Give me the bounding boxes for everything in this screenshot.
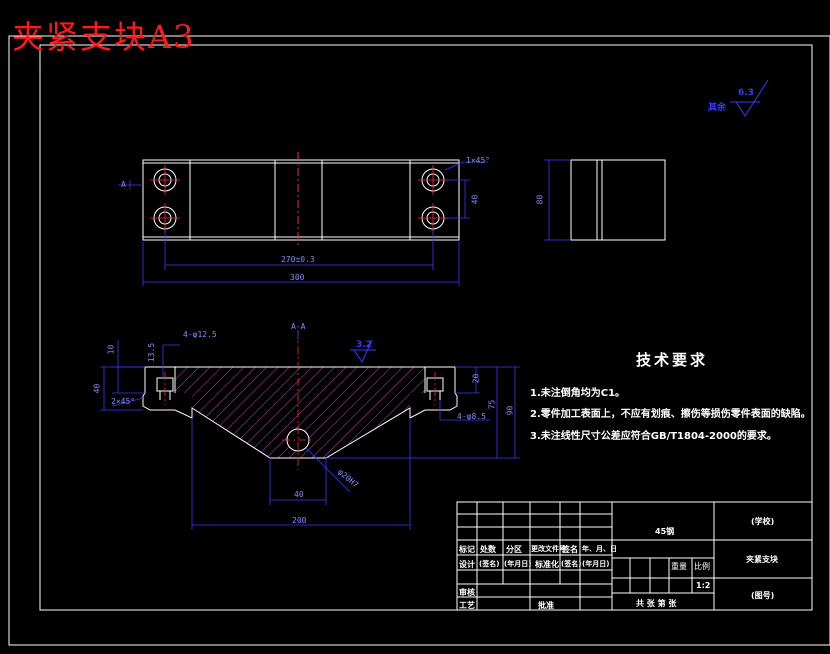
dim-hole-pitch: 270±0.3 bbox=[281, 255, 315, 264]
tb-date: 年、月、日 bbox=[582, 545, 617, 553]
section-centerlines bbox=[164, 330, 436, 470]
top-holes bbox=[153, 168, 445, 230]
section-label-aa: A-A bbox=[291, 322, 306, 331]
top-view bbox=[142, 159, 460, 241]
section-dimensions bbox=[100, 330, 520, 530]
dim-side-height: 80 bbox=[535, 194, 545, 205]
tb-review: 审核 bbox=[459, 588, 475, 597]
tb-scale-label: 比例 bbox=[694, 562, 710, 571]
tb-standard: 标准化 bbox=[535, 560, 559, 569]
dim-bottom-200: 200 bbox=[292, 516, 307, 525]
dim-hole-callout-top: 4-φ12.5 bbox=[183, 330, 217, 339]
roughness-section-value: 3.2 bbox=[356, 340, 372, 350]
section-hatched-body bbox=[175, 367, 425, 458]
roughness-main-value: 6.3 bbox=[738, 88, 754, 98]
top-dimensions bbox=[118, 161, 488, 286]
tb-approve: 批准 bbox=[538, 601, 554, 610]
inner-frame bbox=[39, 44, 813, 611]
tb-part-name: 夹紧支块 bbox=[746, 555, 778, 564]
title-block-grid bbox=[456, 501, 813, 611]
dim-small-b: 13.5 bbox=[147, 342, 157, 363]
tech-requirements-title: 技术要求 bbox=[636, 351, 709, 369]
tb-material: 45钢 bbox=[655, 527, 675, 536]
tb-sheets: 共 张 第 张 bbox=[636, 599, 677, 608]
dim-right-b: 75 bbox=[487, 399, 497, 410]
dim-hole-callout-bottom: 4-φ8.5 bbox=[457, 412, 486, 421]
tb-sign: 签名 bbox=[562, 545, 578, 554]
tech-line-3: 3.未注线性尺寸公差应符合GB/T1804-2000的要求。 bbox=[530, 431, 777, 442]
view-label-a: A bbox=[121, 180, 126, 189]
dim-left-height: 40 bbox=[92, 383, 102, 394]
dim-chamfer-left: 2×45° bbox=[111, 397, 136, 406]
tech-line-1: 1.未注倒角均为C1。 bbox=[530, 388, 626, 399]
roughness-symbol-section bbox=[350, 339, 376, 364]
dim-chamfer: 1×45° bbox=[466, 156, 491, 165]
dim-right-c: 90 bbox=[505, 405, 515, 416]
tb-scale: 1:2 bbox=[696, 581, 711, 590]
roughness-other-label: 其余 bbox=[708, 103, 727, 113]
dim-hole-spacing: 40 bbox=[470, 194, 480, 205]
tb-school: (学校) bbox=[751, 517, 775, 526]
tb-drawing-no: (图号) bbox=[751, 591, 775, 600]
tech-line-2: 2.零件加工表面上，不应有划痕、擦伤等损伤零件表面的缺陷。 bbox=[530, 409, 811, 420]
dim-small-a: 10 bbox=[106, 344, 116, 355]
side-dimensions bbox=[544, 159, 571, 241]
tb-date-paren-2: (年月日) bbox=[582, 560, 610, 568]
tb-count: 处数 bbox=[480, 545, 496, 554]
tb-date-paren: (年月日) bbox=[504, 560, 532, 568]
dim-right-a: 20 bbox=[471, 373, 481, 384]
tb-process: 工艺 bbox=[459, 601, 475, 610]
drawing-title: 夹紧支块A3 bbox=[12, 18, 196, 56]
tb-weight: 重量 bbox=[671, 562, 687, 571]
tb-zone: 分区 bbox=[506, 545, 522, 554]
roughness-symbol-main bbox=[730, 79, 769, 117]
dim-bottom-40: 40 bbox=[294, 490, 304, 499]
outer-border bbox=[8, 35, 830, 646]
tb-design: 设计 bbox=[459, 560, 475, 569]
dim-overall-length: 300 bbox=[290, 273, 305, 282]
top-hole-centers bbox=[150, 165, 448, 233]
tb-sign-paren: (签名) bbox=[479, 560, 500, 568]
tb-doc-no: 更改文件号 bbox=[531, 545, 566, 553]
tb-sign-paren-2: (签名) bbox=[561, 560, 582, 568]
side-view bbox=[570, 159, 666, 241]
tb-mark: 标记 bbox=[459, 545, 475, 554]
